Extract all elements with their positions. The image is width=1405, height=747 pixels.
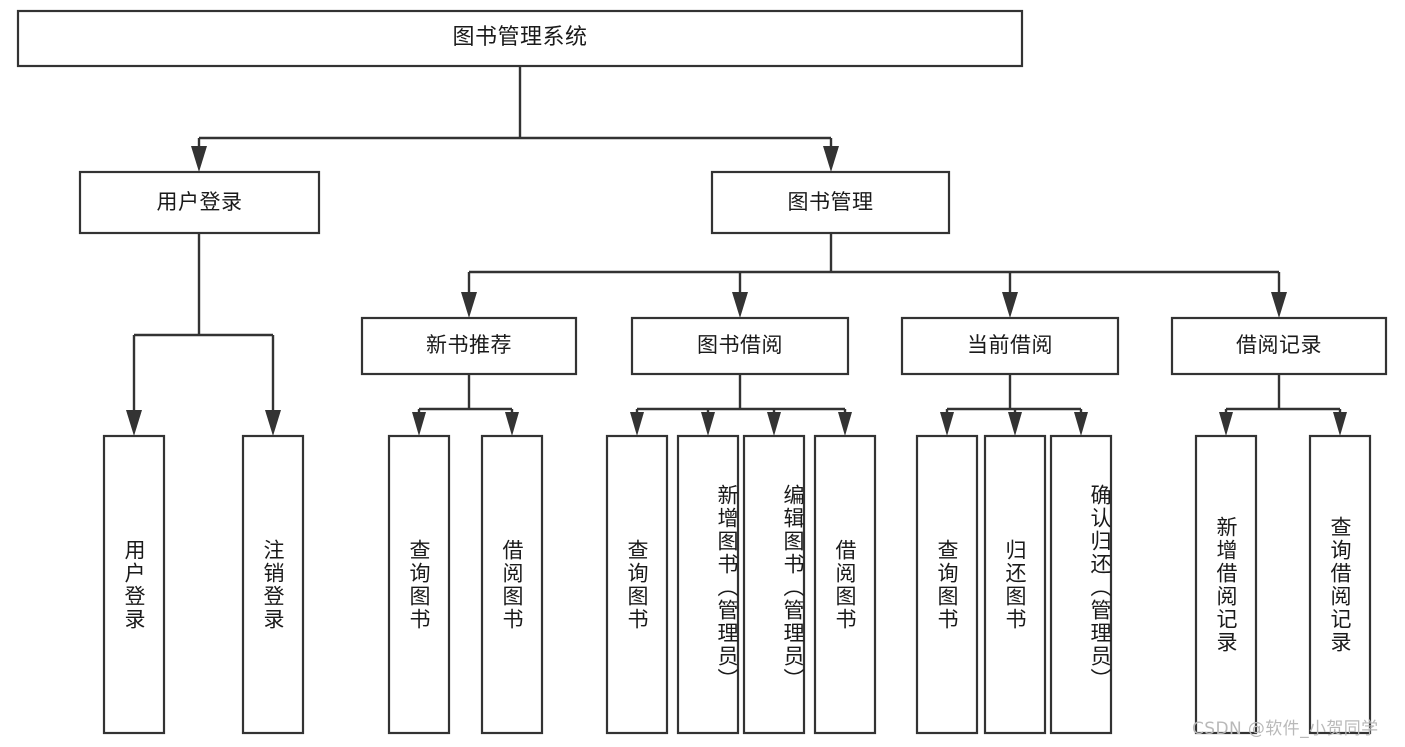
arrow-head-current-borrow-leaf-2 bbox=[1008, 412, 1022, 436]
connector-group-user-login bbox=[126, 233, 281, 436]
arrow-head-user-login-leaf-2 bbox=[265, 410, 281, 436]
arrow-head-current-borrow bbox=[1002, 292, 1018, 318]
node-box-leaf-borrow-record-2[interactable] bbox=[1308, 434, 1372, 735]
node-box-leaf-user-login-2[interactable] bbox=[241, 434, 305, 735]
arrow-head-new-book-leaf-2 bbox=[505, 412, 519, 436]
node-box-leaf-current-borrow-1[interactable] bbox=[915, 434, 979, 735]
node-box-leaf-book-borrow-1[interactable] bbox=[605, 434, 669, 735]
arrow-head-borrow-record-leaf-2 bbox=[1333, 412, 1347, 436]
node-box-leaf-book-borrow-3[interactable] bbox=[742, 434, 806, 735]
arrow-head-current-borrow-leaf-1 bbox=[940, 412, 954, 436]
node-box-new-book-recommend[interactable] bbox=[360, 316, 578, 376]
arrow-head-book-borrow bbox=[732, 292, 748, 318]
node-box-book-mgmt[interactable] bbox=[710, 170, 951, 235]
arrow-head-book-borrow-leaf-1 bbox=[630, 412, 644, 436]
arrow-head-user-login bbox=[191, 146, 207, 172]
arrow-head-current-borrow-leaf-3 bbox=[1074, 412, 1088, 436]
node-box-leaf-book-borrow-2[interactable] bbox=[676, 434, 740, 735]
node-box-root[interactable] bbox=[16, 9, 1024, 68]
node-box-leaf-new-book-2[interactable] bbox=[480, 434, 544, 735]
node-box-leaf-new-book-1[interactable] bbox=[387, 434, 451, 735]
arrow-head-book-mgmt bbox=[823, 146, 839, 172]
node-box-leaf-book-borrow-4[interactable] bbox=[813, 434, 877, 735]
connector-group-book-borrow bbox=[630, 374, 852, 436]
connector-group-new-book bbox=[412, 374, 519, 436]
node-box-leaf-borrow-record-1[interactable] bbox=[1194, 434, 1258, 735]
connector-group-borrow-record bbox=[1219, 374, 1347, 436]
node-box-borrow-record[interactable] bbox=[1170, 316, 1388, 376]
arrow-head-borrow-record bbox=[1271, 292, 1287, 318]
connector-group-root bbox=[191, 66, 839, 172]
node-box-leaf-user-login-1[interactable] bbox=[102, 434, 166, 735]
arrow-head-book-borrow-leaf-4 bbox=[838, 412, 852, 436]
arrow-head-new-book-leaf-1 bbox=[412, 412, 426, 436]
arrow-head-user-login-leaf-1 bbox=[126, 410, 142, 436]
node-box-book-borrow[interactable] bbox=[630, 316, 850, 376]
node-box-user-login[interactable] bbox=[78, 170, 321, 235]
arrow-head-new-book bbox=[461, 292, 477, 318]
node-box-current-borrow[interactable] bbox=[900, 316, 1120, 376]
arrow-head-borrow-record-leaf-1 bbox=[1219, 412, 1233, 436]
arrow-head-book-borrow-leaf-3 bbox=[767, 412, 781, 436]
node-box-leaf-current-borrow-2[interactable] bbox=[983, 434, 1047, 735]
arrow-head-book-borrow-leaf-2 bbox=[701, 412, 715, 436]
node-box-leaf-current-borrow-3[interactable] bbox=[1049, 434, 1113, 735]
connector-group-current-borrow bbox=[940, 374, 1088, 436]
connector-group-book-mgmt bbox=[461, 233, 1287, 318]
